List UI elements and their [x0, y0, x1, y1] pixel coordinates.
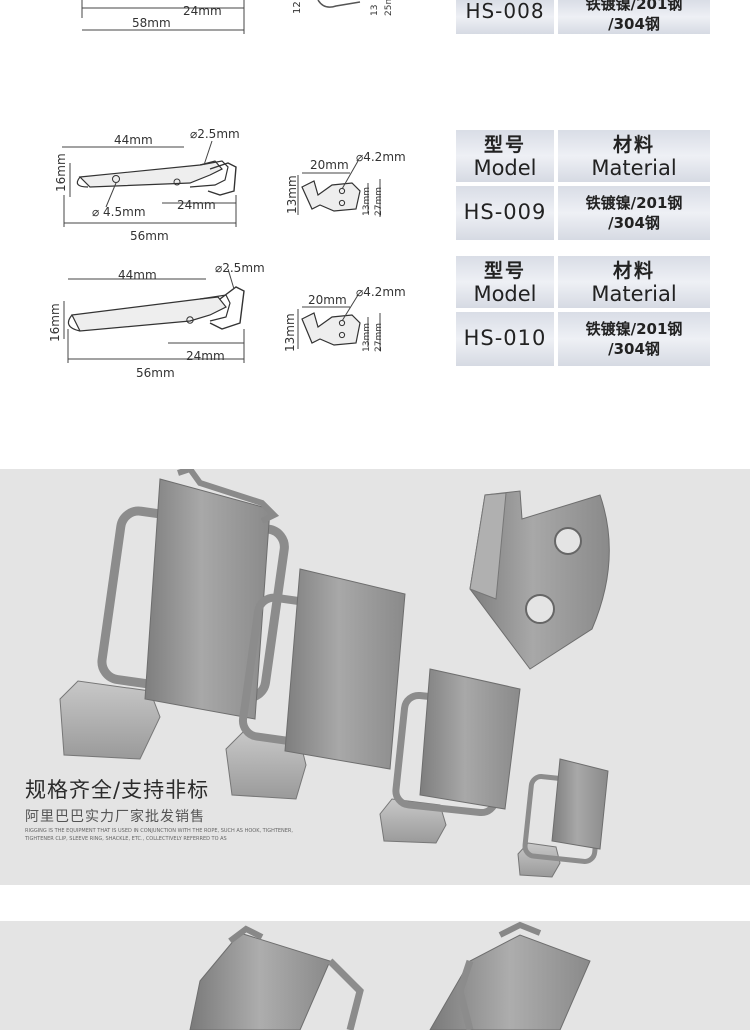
material-line2: /304钢: [608, 340, 660, 358]
dim-44mm: 44mm: [118, 268, 157, 282]
dim-16mm: 16mm: [48, 303, 62, 342]
dim-2.5mm-value: 2.5mm: [197, 127, 240, 141]
material-header-zh: 材料: [612, 260, 655, 282]
material-header-zh: 材料: [612, 134, 655, 156]
dim-27mm: 27mm: [374, 323, 384, 352]
spec-table-hs008: HS-008 铁镀镍/201钢 /304钢: [456, 0, 710, 34]
dim-20mm: 20mm: [310, 158, 349, 172]
model-header-cell: 型号 Model: [456, 130, 554, 182]
dim-12: 12: [292, 1, 303, 14]
product-photo-banner: 规格齐全/支持非标 阿里巴巴实力厂家批发销售 RIGGING IS THE EQ…: [0, 469, 750, 885]
dim-27mm: 27mm: [374, 187, 384, 216]
model-cell: HS-009: [456, 186, 554, 240]
material-header-en: Material: [591, 156, 677, 180]
material-cell: 铁镀镍/201钢 /304钢: [558, 0, 710, 34]
dim-24mm: 24mm: [177, 198, 216, 212]
dim-4.5mm-value: 4.5mm: [103, 205, 146, 219]
latch-drawing-hs010: [63, 268, 381, 363]
model-value: HS-009: [463, 200, 547, 224]
dim-13: 13: [370, 4, 380, 16]
product-photo-banner-2: [0, 921, 750, 1030]
dim-24mm: 24mm: [183, 4, 222, 18]
dim-58mm: 58mm: [132, 16, 171, 30]
model-cell: HS-008: [456, 0, 554, 34]
model-header-en: Model: [473, 282, 537, 306]
latch-drawing-hs008: [81, 0, 361, 34]
banner-title: 规格齐全/支持非标: [25, 778, 210, 802]
latch-large: [59, 469, 289, 760]
dim-16mm: 16mm: [54, 153, 68, 192]
material-line1: 铁镀镍/201钢: [585, 320, 683, 338]
model-cell: HS-010: [456, 312, 554, 366]
model-header-cell: 型号 Model: [456, 256, 554, 308]
model-value: HS-010: [463, 326, 547, 350]
dim-13mm: 13mm: [285, 175, 299, 214]
dim-4.2mm: ⌀4.2mm: [356, 150, 406, 164]
material-header-cell: 材料 Material: [558, 130, 710, 182]
material-line1: 铁镀镍/201钢: [585, 194, 683, 212]
material-cell: 铁镀镍/201钢 /304钢: [558, 312, 710, 366]
dim-2.5mm: ⌀2.5mm: [190, 127, 240, 141]
catch-plate: [469, 490, 610, 670]
material-header-en: Material: [591, 282, 677, 306]
spec-table-hs009: 型号 Model 材料 Material HS-009 铁镀镍/201钢 /30…: [456, 130, 710, 240]
dim-25: 25n: [384, 0, 394, 16]
banner-fine-print: RIGGING IS THE EQUIPMENT THAT IS USED IN…: [25, 828, 294, 842]
material-line2: /304钢: [608, 15, 660, 33]
model-header-en: Model: [473, 156, 537, 180]
dim-4.2mm-value: 4.2mm: [363, 285, 406, 299]
latch-medium: [225, 568, 406, 800]
dim-4.5mm: ⌀ 4.5mm: [92, 205, 146, 219]
dim-4.2mm-value: 4.2mm: [363, 150, 406, 164]
dim-4.2mm: ⌀4.2mm: [356, 285, 406, 299]
dim-2.5mm-value: 2.5mm: [222, 261, 265, 275]
banner-subtitle: 阿里巴巴实力厂家批发销售: [25, 809, 205, 825]
latch-small: [379, 668, 521, 844]
material-cell: 铁镀镍/201钢 /304钢: [558, 186, 710, 240]
latch-photo-illustration-2: [189, 921, 591, 1030]
model-header-zh: 型号: [483, 260, 526, 282]
dim-13mm: 13mm: [283, 313, 297, 352]
dim-13mm-b: 13mm: [362, 323, 372, 352]
dim-44mm: 44mm: [114, 133, 153, 147]
dim-56mm: 56mm: [136, 366, 175, 380]
dim-13mm-b: 13mm: [362, 187, 372, 216]
spec-table-hs010: 型号 Model 材料 Material HS-010 铁镀镍/201钢 /30…: [456, 256, 710, 366]
latch-drawing-hs009: [62, 140, 381, 227]
latch-closeup-right: [429, 921, 591, 1030]
dim-56mm: 56mm: [130, 229, 169, 243]
latch-photo-illustration: [59, 469, 610, 878]
model-header-zh: 型号: [483, 134, 526, 156]
dim-24mm: 24mm: [186, 349, 225, 363]
material-header-cell: 材料 Material: [558, 256, 710, 308]
dim-20mm: 20mm: [308, 293, 347, 307]
material-line2: /304钢: [608, 214, 660, 232]
dim-2.5mm: ⌀2.5mm: [215, 261, 265, 275]
material-line1: 铁镀镍/201钢: [585, 0, 683, 13]
latch-closeup-left: [189, 925, 364, 1030]
latch-tiny: [517, 758, 609, 878]
model-value: HS-008: [465, 0, 545, 23]
